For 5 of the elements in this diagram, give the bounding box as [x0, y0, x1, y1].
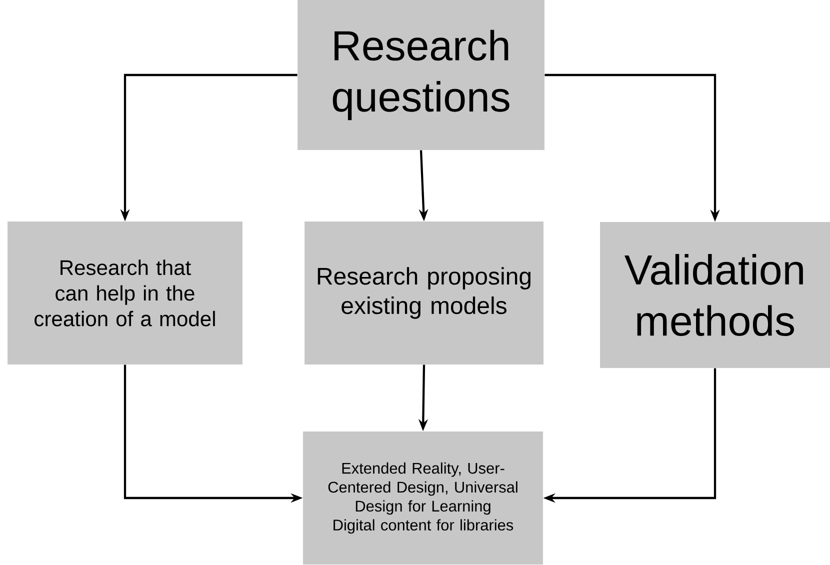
process-box: Research questions	[298, 0, 544, 150]
process-box: Validation methods	[600, 222, 830, 368]
process-box: Research that can help in the creation of a model	[8, 222, 242, 364]
process-box: Extended Reality, User-Centered Design, Universal Design for Learning Digital content for libraries	[303, 431, 543, 565]
process-box: Research proposing existing models	[304, 222, 544, 364]
